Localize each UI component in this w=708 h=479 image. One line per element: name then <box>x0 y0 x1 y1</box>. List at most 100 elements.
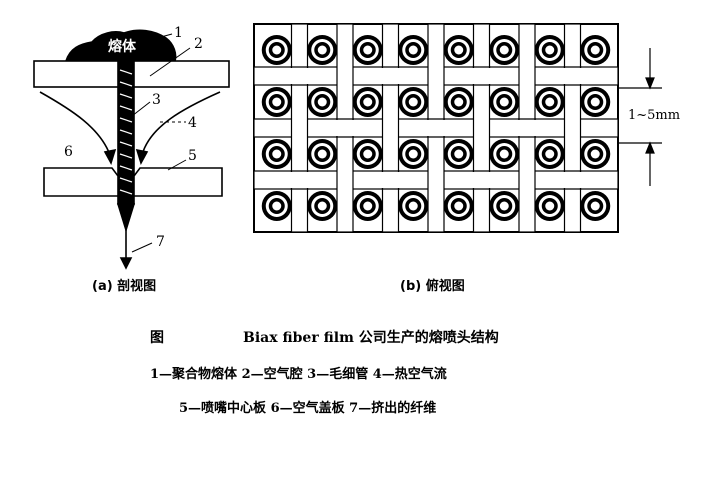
capillary-texture <box>119 69 133 195</box>
hot-air-flow-left <box>39 91 111 156</box>
nozzle <box>352 35 383 65</box>
top-view <box>253 23 619 233</box>
nozzle-orifice <box>272 45 282 55</box>
nozzle-orifice <box>317 97 327 107</box>
nozzle-orifice <box>408 97 418 107</box>
leader-7 <box>131 242 153 253</box>
nozzle <box>580 87 611 117</box>
nozzle <box>352 139 383 169</box>
polymer-melt-blob <box>64 29 177 62</box>
nozzle <box>580 35 611 65</box>
nozzle-orifice <box>454 45 464 55</box>
nozzle-orifice <box>408 149 418 159</box>
fiber-arrowhead <box>119 257 133 270</box>
legend-line-1: 1—聚合物熔体 2—空气腔 3—毛细管 4—热空气流 <box>150 367 447 382</box>
nozzle <box>489 139 520 169</box>
weave-crossing <box>563 172 582 188</box>
nozzle <box>534 139 565 169</box>
figure-title: Biax fiber film 公司生产的熔喷头结构 <box>243 330 499 346</box>
nozzle-orifice <box>454 201 464 211</box>
nozzle <box>398 139 429 169</box>
nozzle <box>489 35 520 65</box>
nozzle-orifice <box>454 97 464 107</box>
weave-crossing <box>563 68 582 84</box>
nozzle-orifice <box>454 149 464 159</box>
nozzle <box>261 35 292 65</box>
nozzle <box>307 139 338 169</box>
nozzle-orifice <box>363 149 373 159</box>
nozzle-center-plate-right <box>133 167 223 197</box>
leader-2 <box>149 47 191 77</box>
callout-7: 7 <box>156 234 165 250</box>
nozzle-orifice <box>499 97 509 107</box>
dimension-arrow-top-head <box>645 77 655 90</box>
leader-5 <box>167 159 187 171</box>
nozzle <box>307 191 338 221</box>
nozzle <box>261 87 292 117</box>
dimension-indicator <box>618 48 662 186</box>
nozzle-orifice <box>317 149 327 159</box>
nozzle <box>443 191 474 221</box>
nozzle <box>307 35 338 65</box>
callout-2: 2 <box>194 36 203 52</box>
nozzle-orifice <box>317 45 327 55</box>
weave-crossing <box>381 172 400 188</box>
nozzle <box>443 35 474 65</box>
nozzle <box>352 87 383 117</box>
callout-1: 1 <box>174 25 183 41</box>
nozzle-orifice <box>499 149 509 159</box>
nozzle-orifice <box>363 201 373 211</box>
weave-vertical-band <box>290 23 309 233</box>
air-arrow-right <box>135 148 149 166</box>
nozzle <box>534 191 565 221</box>
nozzle-orifice <box>499 201 509 211</box>
dimension-label: 1~5mm <box>628 108 680 123</box>
nozzle <box>580 139 611 169</box>
air-arrow-left <box>103 148 117 166</box>
weave-crossing <box>427 120 445 136</box>
callout-3: 3 <box>152 92 161 108</box>
nozzle <box>352 191 383 221</box>
nozzle <box>398 35 429 65</box>
weave-vertical-band <box>472 23 491 233</box>
callout-6: 6 <box>64 144 73 160</box>
legend-line-2: 5—喷嘴中心板 6—空气盖板 7—挤出的纤维 <box>179 401 437 416</box>
nozzle <box>398 191 429 221</box>
weave-pattern <box>253 23 619 233</box>
nozzle-orifice <box>590 149 600 159</box>
weave-crossing <box>336 120 354 136</box>
nozzle-orifice <box>590 97 600 107</box>
nozzle <box>534 87 565 117</box>
hot-air-flow-right <box>141 91 221 156</box>
nozzle-orifice <box>545 149 555 159</box>
section-callout-numbers: 1 2 3 4 5 6 7 <box>64 25 203 250</box>
nozzle-orifice <box>545 45 555 55</box>
weave-crossing <box>472 68 491 84</box>
nozzle <box>307 87 338 117</box>
callout-4: 4 <box>188 115 197 131</box>
nozzle-orifice <box>272 97 282 107</box>
nozzle-tip <box>116 203 136 233</box>
nozzle <box>443 87 474 117</box>
nozzle-orifice <box>363 45 373 55</box>
nozzle <box>261 139 292 169</box>
nozzle-orifice <box>408 45 418 55</box>
weave-vertical-band <box>563 23 582 233</box>
leader-1 <box>149 33 173 41</box>
nozzle-orifice <box>317 201 327 211</box>
top-view-caption: (b) 俯视图 <box>400 278 465 294</box>
weave-crossing <box>381 68 400 84</box>
section-view-caption: (a) 剖视图 <box>92 278 156 294</box>
nozzle-orifice <box>590 45 600 55</box>
nozzle-orifice <box>545 97 555 107</box>
nozzle-orifice <box>363 97 373 107</box>
weave-vertical-band <box>381 23 400 233</box>
weave-crossing <box>518 120 536 136</box>
nozzle <box>261 191 292 221</box>
dimension-arrow-bottom-head <box>645 141 655 154</box>
nozzle <box>398 87 429 117</box>
melt-label: 熔体 <box>108 38 137 55</box>
nozzle-grid <box>261 35 611 221</box>
